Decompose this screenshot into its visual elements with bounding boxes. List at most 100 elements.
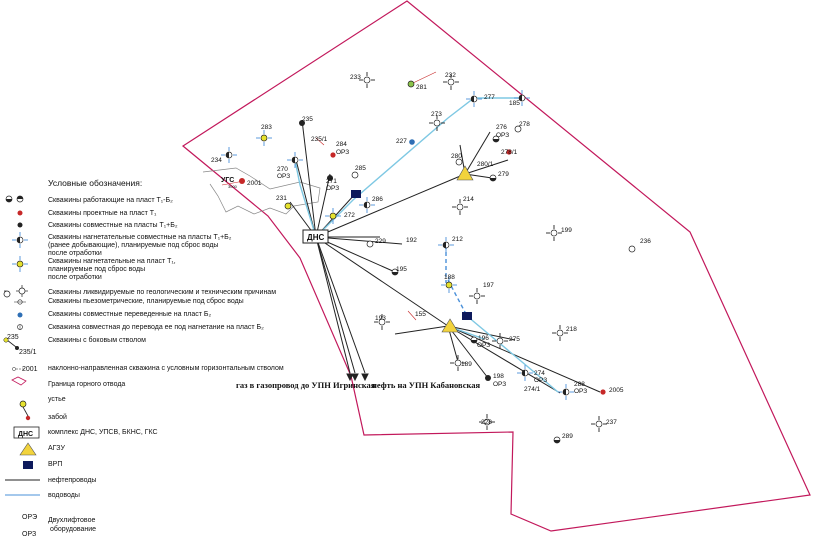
well-196o: ОРЗ — [477, 342, 490, 349]
well-198: 198 — [485, 373, 504, 381]
well-270: 270 — [277, 152, 303, 173]
legend-symbol-working — [5, 195, 13, 203]
well-label: 199 — [561, 227, 572, 234]
well-283: 283 — [256, 124, 272, 146]
well-198o: ОРЗ — [493, 381, 506, 388]
legend-item-text: устье — [48, 396, 66, 403]
well-label: 273 — [431, 111, 442, 118]
well-278_1: 278/1 — [501, 149, 518, 156]
well-label: 155 — [415, 311, 426, 318]
dns-box — [302, 229, 329, 244]
well-label: 188 — [444, 274, 455, 281]
well-label: 280 — [451, 153, 462, 160]
well-label: 279 — [498, 171, 509, 178]
well-label: 189 — [461, 361, 472, 368]
well-272: 272 — [325, 208, 355, 224]
well-label: ОРЗ — [477, 342, 490, 349]
well-label: 278/1 — [501, 149, 518, 156]
ugs-well — [239, 178, 245, 184]
well-276: 276 — [492, 124, 507, 143]
well-271: 271 — [326, 175, 337, 185]
legend-item-text: Скважины совместные переведенные на плас… — [48, 311, 211, 318]
legend-symbol-piezometric — [14, 299, 26, 305]
well-label: 281 — [416, 84, 427, 91]
legend-symbol-inj-t1 — [12, 256, 28, 272]
well-label: ОРЗ — [336, 149, 349, 156]
legend-symbol-b2 — [17, 312, 23, 318]
well-label: 274/1 — [524, 386, 541, 393]
well-278: 278 — [514, 121, 530, 133]
well-197: 197 — [469, 282, 494, 304]
legend-item-text: Граница горного отвода — [48, 381, 125, 388]
well-label: 218 — [566, 326, 577, 333]
well-212: 212 — [438, 236, 463, 253]
legend-side-orz2: ОРЗ — [22, 531, 36, 538]
well-235_1: 235/1 — [311, 136, 328, 143]
dns-label: ДНС — [307, 233, 324, 242]
agzu-triangle-north — [456, 165, 474, 181]
legend-item-text: Скважины нагнетательные совместные на пл… — [48, 234, 232, 241]
well-228: 228 — [479, 414, 495, 430]
well-2001: 2001 — [247, 180, 262, 187]
legend-item-text: комплекс ДНС, УПСВ, БКНС, ГКС — [48, 429, 158, 436]
oil-caption: нефть на УПН Кабановская — [372, 380, 481, 390]
vrp-block-south — [462, 312, 472, 320]
well-label: 234 — [211, 157, 222, 164]
well-label: 236 — [640, 238, 651, 245]
legend-item-text: нефтепроводы — [48, 477, 96, 484]
legend-item-text: Скважины проектные на пласт Т₁ — [48, 210, 157, 217]
well-155: 155 — [415, 311, 426, 318]
well-label: 270 — [277, 166, 288, 173]
well-label: 229 — [375, 238, 386, 245]
well-192: 192 — [406, 237, 417, 244]
legend-item-text: планируемые под сброс воды — [48, 265, 145, 273]
legend-item-text: после отработки — [48, 249, 102, 257]
well-280: 280 — [451, 153, 463, 166]
agzu-triangle-south — [441, 318, 459, 333]
well-label: 237 — [606, 419, 617, 426]
well-188: 188 — [441, 274, 457, 293]
legend-symbol-vrp — [23, 461, 33, 469]
well-227: 227 — [396, 138, 415, 145]
well-label: 274 — [534, 370, 545, 377]
well-214: 214 — [452, 196, 474, 215]
well-231: 231 — [276, 195, 292, 210]
well-274o: ОРЗ — [534, 377, 547, 384]
legend-item-text: Скважины нагнетательные на пласт Т₁, — [48, 258, 176, 265]
legend-side-235: 235 — [7, 334, 19, 341]
well-284: 284 — [330, 141, 347, 158]
legend-item-text: АГЗУ — [48, 445, 65, 452]
legend-side-dns: ДНС — [18, 431, 33, 438]
legend-item-text: оборудование — [50, 525, 96, 533]
well-288o: ОРЗ — [574, 388, 587, 395]
ugs-sublabel: 3000 — [228, 184, 238, 189]
legend-item-text: водоводы — [48, 492, 80, 499]
well-label: 272 — [344, 212, 355, 219]
well-label: 286 — [372, 196, 383, 203]
legend-symbol-wellhead — [19, 400, 29, 417]
legend-item-text: Скважины совместные на пласты Т₁+Б₂ — [48, 222, 178, 229]
well-label: 278 — [519, 121, 530, 128]
vrp-block-north — [351, 190, 361, 198]
well-2005: 2005 — [600, 387, 624, 395]
legend-side-orz1: ОРЭ — [22, 514, 37, 521]
legend-symbol-projected — [17, 210, 23, 216]
well-288: 288 — [558, 381, 585, 400]
water-pipelines — [294, 97, 559, 393]
well-218: 218 — [552, 325, 577, 341]
well-285: 285 — [351, 165, 366, 179]
well-label: 232 — [445, 72, 456, 79]
well-279: 279 — [489, 171, 509, 182]
well-284o: ОРЗ — [336, 149, 349, 156]
well-label: 193 — [375, 315, 386, 322]
well-270o: ОРЗ — [277, 173, 290, 180]
well-label: 227 — [396, 138, 407, 145]
well-label: 276 — [496, 124, 507, 131]
well-label: 289 — [562, 433, 573, 440]
legend-item-text: ВРП — [48, 461, 62, 468]
well-237: 237 — [591, 416, 617, 432]
well-label: 280/1 — [477, 161, 494, 168]
well-label: 2001 — [247, 180, 262, 187]
legend-symbol-joint — [17, 222, 23, 228]
